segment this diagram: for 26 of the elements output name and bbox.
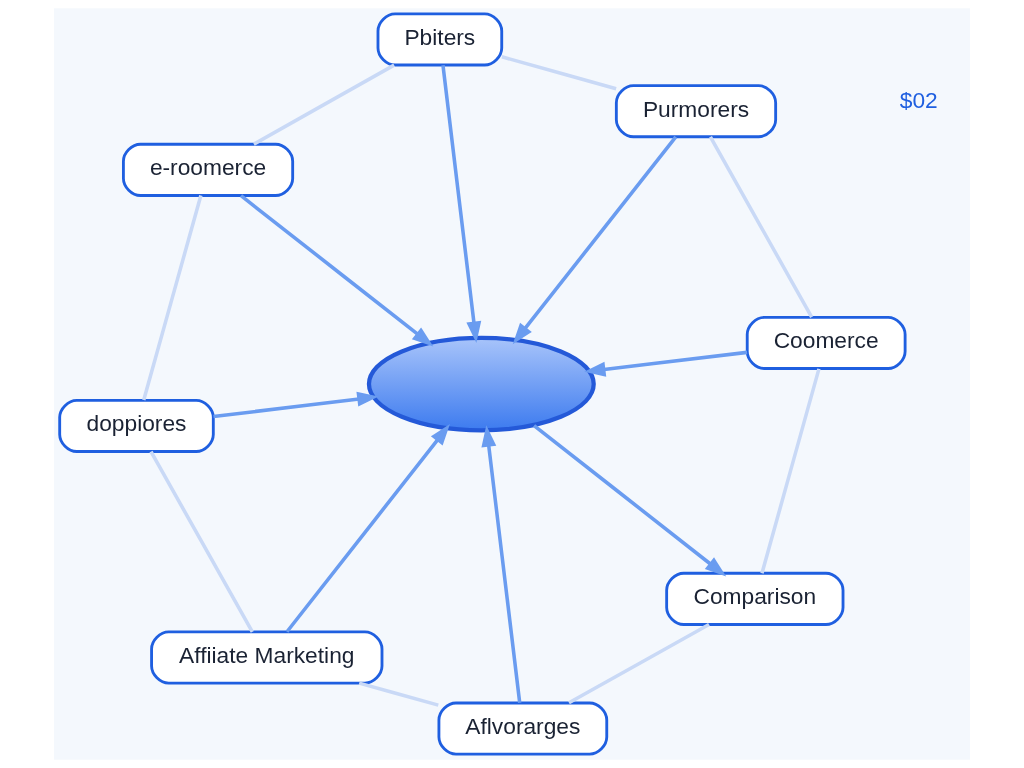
node-picture (366, 335, 596, 433)
connector (708, 136, 814, 318)
connector (760, 368, 821, 574)
connector (142, 195, 203, 401)
node-box: Comparison (665, 571, 845, 626)
node-box: doppiores (58, 398, 215, 453)
arrow (584, 350, 748, 377)
node-box: Aflvorarges (437, 701, 609, 756)
arrow (481, 425, 522, 703)
node-box: Purmorers (614, 84, 778, 139)
arrow (512, 135, 678, 345)
connector (149, 450, 254, 633)
arrow (213, 391, 379, 419)
arrow (285, 424, 450, 633)
arrow (441, 65, 482, 343)
node-box: Pbiters (376, 12, 504, 67)
connector (501, 55, 617, 91)
label: $02 (899, 87, 938, 114)
connector (358, 681, 439, 707)
arrow (532, 424, 727, 577)
arrow (239, 194, 434, 347)
connector (252, 63, 395, 146)
node-box: e-roomerce (122, 142, 295, 197)
connector (568, 622, 710, 705)
node-box: Affiiate Marketing (150, 630, 384, 685)
node-box: Coomerce (745, 315, 907, 370)
